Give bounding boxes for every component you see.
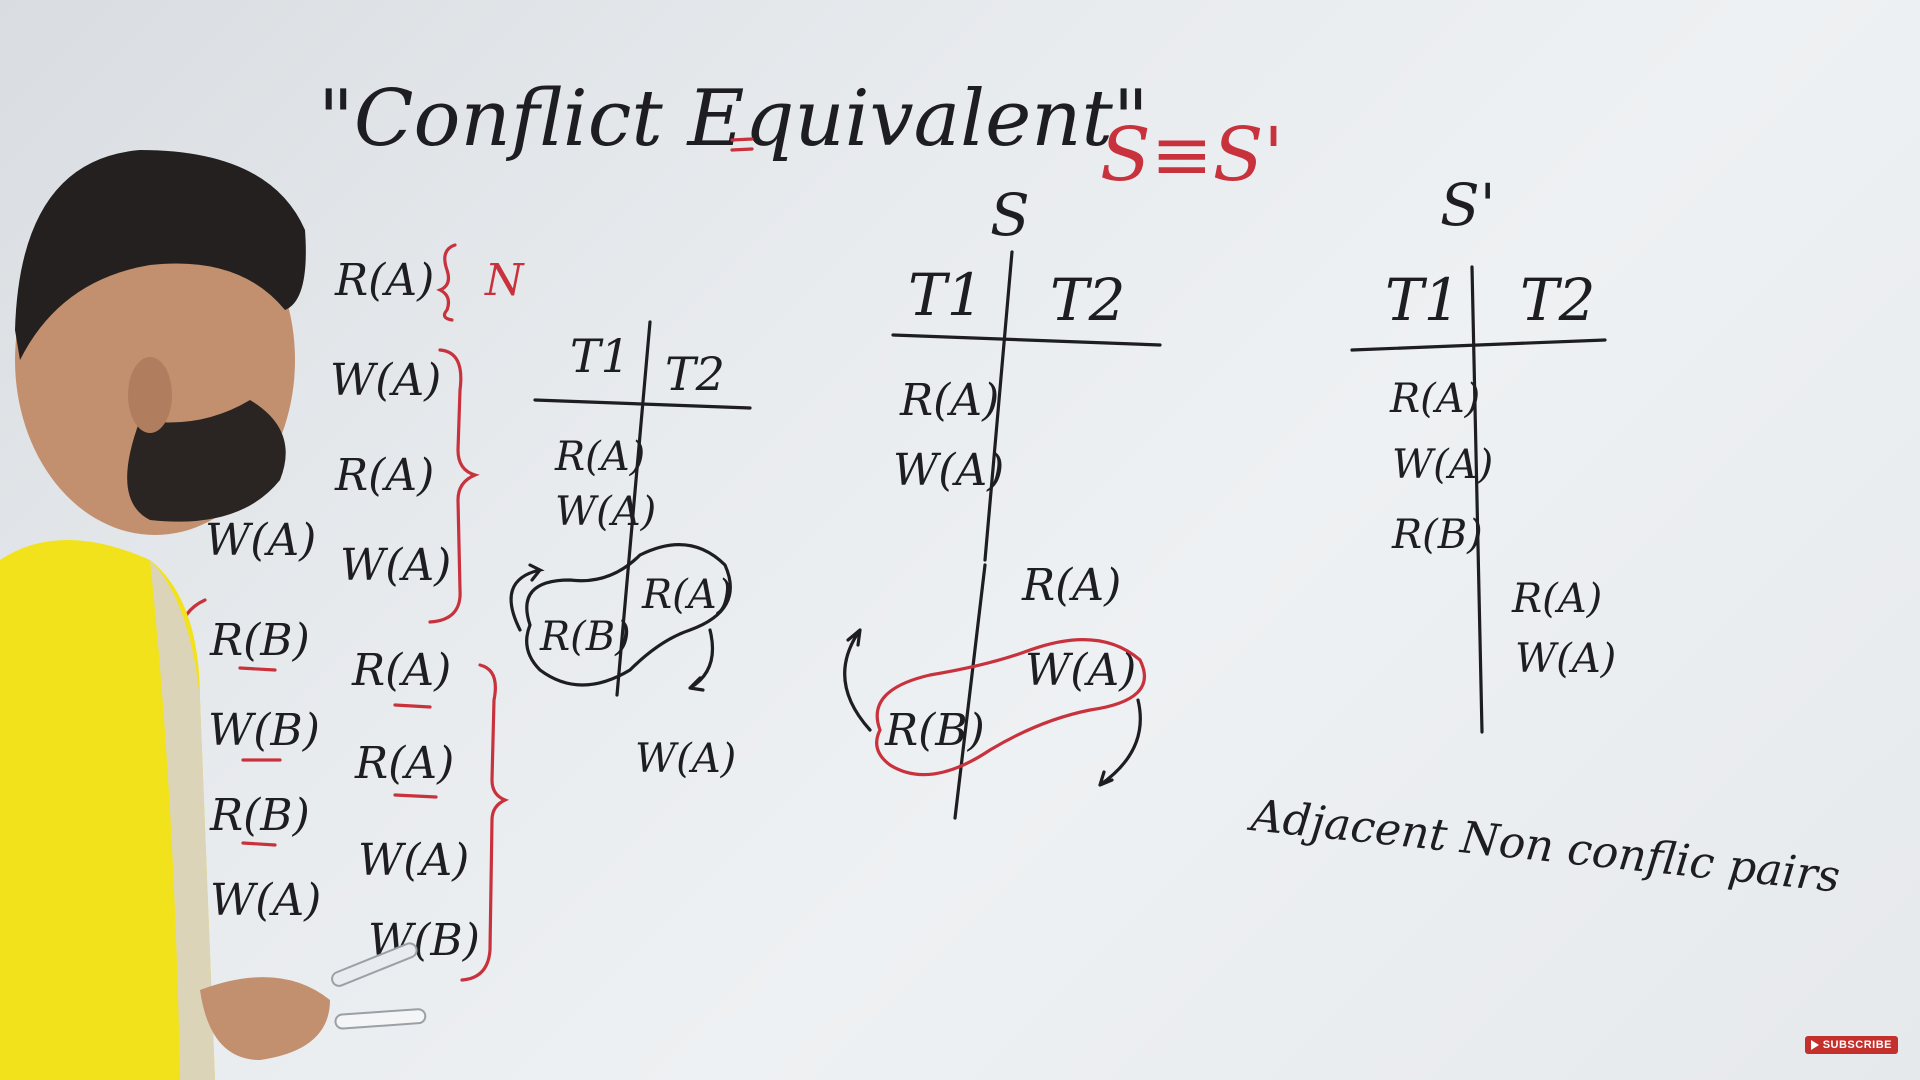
schedule-s-prime-op: R(A) bbox=[1511, 576, 1602, 622]
schedule-s-op: R(A) bbox=[1021, 560, 1121, 611]
left-op: R(A) bbox=[334, 450, 434, 501]
schedule-s-op: R(A) bbox=[899, 375, 999, 426]
schedule-s-swap-blob bbox=[875, 637, 1146, 777]
left-mid-brace bbox=[428, 348, 480, 624]
board-note: Adjacent Non conflic pairs bbox=[1245, 790, 1842, 903]
schedule-s-prime-op: W(A) bbox=[1392, 442, 1493, 488]
schedule-s-prime-op: R(B) bbox=[1391, 512, 1483, 558]
sketch-swap-left: R(B) bbox=[539, 614, 631, 660]
presenter-ear bbox=[128, 357, 172, 433]
schedule-s-t1: T1 bbox=[908, 261, 984, 329]
sketch-divider bbox=[615, 320, 652, 697]
title-underline bbox=[730, 137, 754, 142]
sketch-swap-right: R(A) bbox=[641, 572, 732, 618]
sketch-t1-header: T1 bbox=[570, 329, 630, 383]
left-op: W(A) bbox=[210, 875, 321, 926]
schedule-s-divider bbox=[983, 250, 1014, 562]
schedule-s-prime-divider bbox=[1470, 265, 1484, 734]
schedule-s-prime-t2: T2 bbox=[1520, 266, 1596, 334]
schedule-s-arrow-left bbox=[843, 628, 872, 732]
schedule-s-prime-op: W(A) bbox=[1515, 636, 1616, 682]
sketch-t2-header: T2 bbox=[665, 347, 725, 401]
presenter-hair bbox=[15, 150, 306, 360]
sketch-row: W(A) bbox=[555, 489, 656, 535]
subscribe-label: SUBSCRIBE bbox=[1822, 1039, 1892, 1051]
left-op: R(B) bbox=[209, 790, 310, 841]
left-brace-label: N bbox=[484, 255, 525, 306]
schedule-s-op: W(A) bbox=[893, 445, 1004, 496]
left-op: W(A) bbox=[358, 835, 469, 886]
play-icon bbox=[1810, 1040, 1819, 1050]
left-op: W(A) bbox=[340, 540, 451, 591]
left-op: W(A) bbox=[330, 355, 441, 406]
sketch-arrow-right bbox=[688, 628, 715, 692]
left-first-op: R(A) bbox=[334, 255, 434, 306]
sketch-arrow-left bbox=[509, 563, 545, 632]
sketch-swap-blob bbox=[525, 543, 732, 687]
schedule-s-prime-op: R(A) bbox=[1389, 376, 1480, 422]
schedule-s-op: W(A) bbox=[1025, 645, 1136, 696]
schedule-s-op: R(B) bbox=[884, 705, 985, 756]
schedule-s-prime-name: S' bbox=[1440, 171, 1496, 239]
left-op: R(B) bbox=[209, 615, 310, 666]
sketch-below-op: W(A) bbox=[635, 736, 736, 782]
presenter bbox=[0, 150, 427, 1080]
sketch-row: R(A) bbox=[554, 434, 645, 480]
schedule-s-header-rule bbox=[891, 333, 1162, 347]
schedule-s-prime-header-rule bbox=[1350, 338, 1607, 352]
schedule-s-arrow-right bbox=[1098, 698, 1142, 787]
subscribe-button[interactable]: SUBSCRIBE bbox=[1804, 1036, 1898, 1054]
equivalence-label: S≡S' bbox=[1100, 112, 1284, 198]
left-op: R(A) bbox=[354, 738, 454, 789]
left-op: R(A) bbox=[351, 645, 451, 696]
left-top-brace bbox=[436, 243, 457, 322]
left-low-brace bbox=[460, 663, 510, 982]
marker-pen bbox=[331, 942, 418, 987]
schedule-s-prime-t1: T1 bbox=[1385, 266, 1461, 334]
left-op: W(A) bbox=[205, 515, 316, 566]
presenter-hand bbox=[200, 977, 330, 1060]
schedule-s-name: S bbox=[990, 181, 1030, 249]
marker-pen bbox=[334, 1008, 427, 1030]
presenter-beard bbox=[127, 400, 286, 522]
left-op: W(B) bbox=[208, 705, 320, 756]
schedule-s-t2: T2 bbox=[1050, 266, 1126, 334]
